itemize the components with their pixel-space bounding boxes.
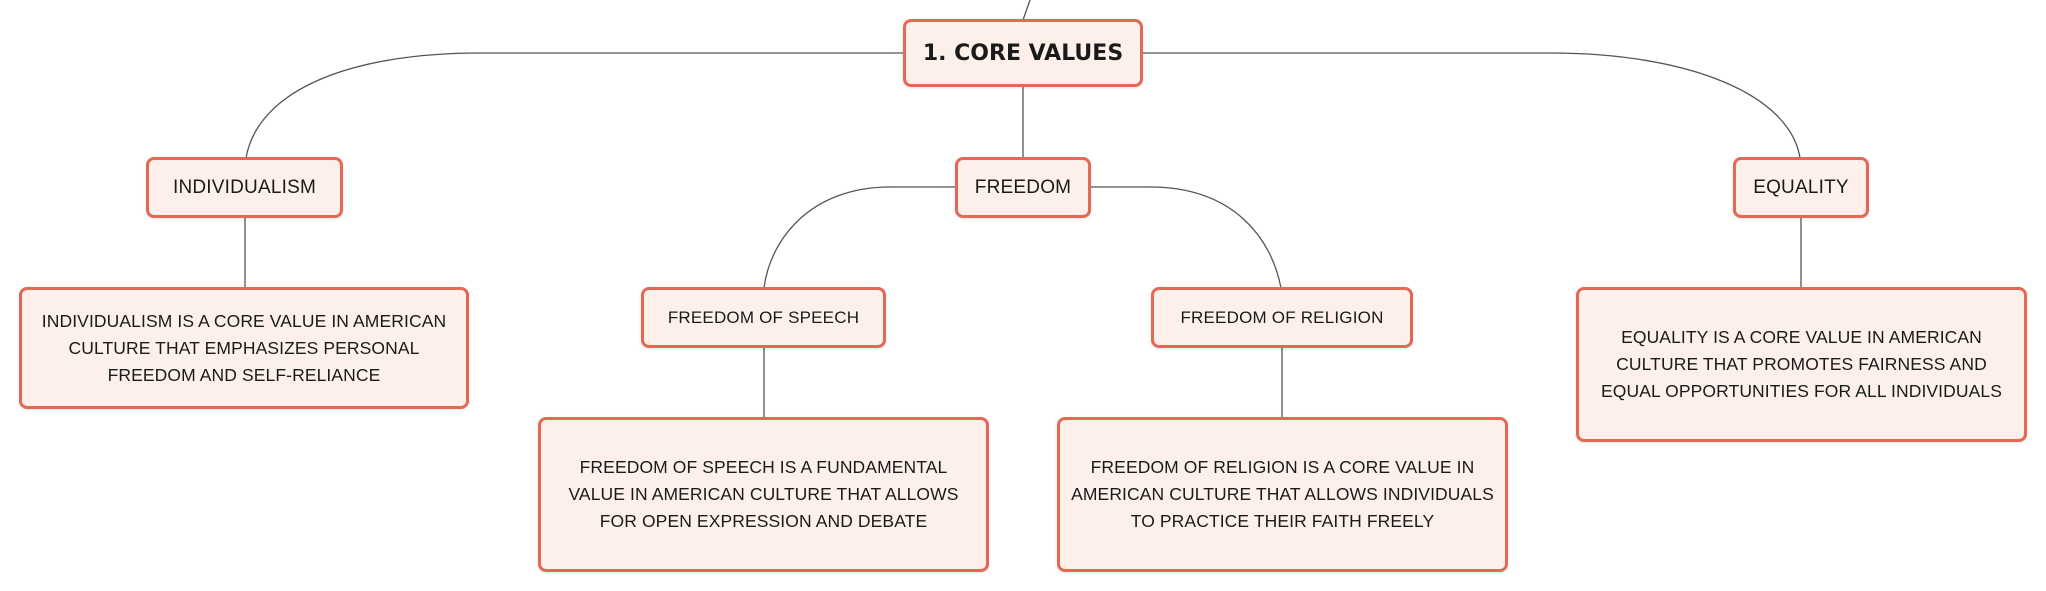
root-node-label: 1. CORE VALUES bbox=[922, 40, 1124, 66]
subtopic-node-label: FREEDOM OF RELIGION bbox=[1180, 307, 1384, 327]
root-node-core-values[interactable]: 1. CORE VALUES bbox=[903, 19, 1143, 87]
description-node-individualism[interactable]: INDIVIDUALISM IS A CORE VALUE IN AMERICA… bbox=[19, 287, 469, 409]
topic-node-freedom[interactable]: FREEDOM bbox=[955, 157, 1091, 218]
subtopic-node-freedom-of-speech[interactable]: FREEDOM OF SPEECH bbox=[641, 287, 886, 348]
description-node-freedom-of-speech[interactable]: FREEDOM OF SPEECH IS A FUNDAMENTAL VALUE… bbox=[538, 417, 989, 572]
topic-node-label: EQUALITY bbox=[1753, 176, 1849, 198]
description-node-freedom-of-religion[interactable]: FREEDOM OF RELIGION IS A CORE VALUE IN A… bbox=[1057, 417, 1508, 572]
description-text: FREEDOM OF RELIGION IS A CORE VALUE IN A… bbox=[1071, 457, 1494, 531]
connector-freedom-to-speech bbox=[763, 186, 955, 289]
connector-root-to-individualism bbox=[245, 52, 904, 159]
description-text: EQUALITY IS A CORE VALUE IN AMERICAN CUL… bbox=[1601, 327, 2002, 401]
topic-node-equality[interactable]: EQUALITY bbox=[1733, 157, 1869, 218]
topic-node-label: INDIVIDUALISM bbox=[172, 176, 316, 198]
description-text: INDIVIDUALISM IS A CORE VALUE IN AMERICA… bbox=[41, 310, 447, 385]
topic-node-individualism[interactable]: INDIVIDUALISM bbox=[146, 157, 343, 218]
connector-freedom-to-religion bbox=[1091, 186, 1282, 289]
description-text: FREEDOM OF SPEECH IS A FUNDAMENTAL VALUE… bbox=[568, 457, 959, 531]
connector-parent-to-root bbox=[1022, 0, 1031, 21]
subtopic-node-freedom-of-religion[interactable]: FREEDOM OF RELIGION bbox=[1151, 287, 1413, 348]
description-node-equality[interactable]: EQUALITY IS A CORE VALUE IN AMERICAN CUL… bbox=[1576, 287, 2027, 442]
topic-node-label: FREEDOM bbox=[974, 176, 1072, 198]
subtopic-node-label: FREEDOM OF SPEECH bbox=[667, 307, 860, 327]
connector-root-to-equality bbox=[1142, 52, 1801, 159]
